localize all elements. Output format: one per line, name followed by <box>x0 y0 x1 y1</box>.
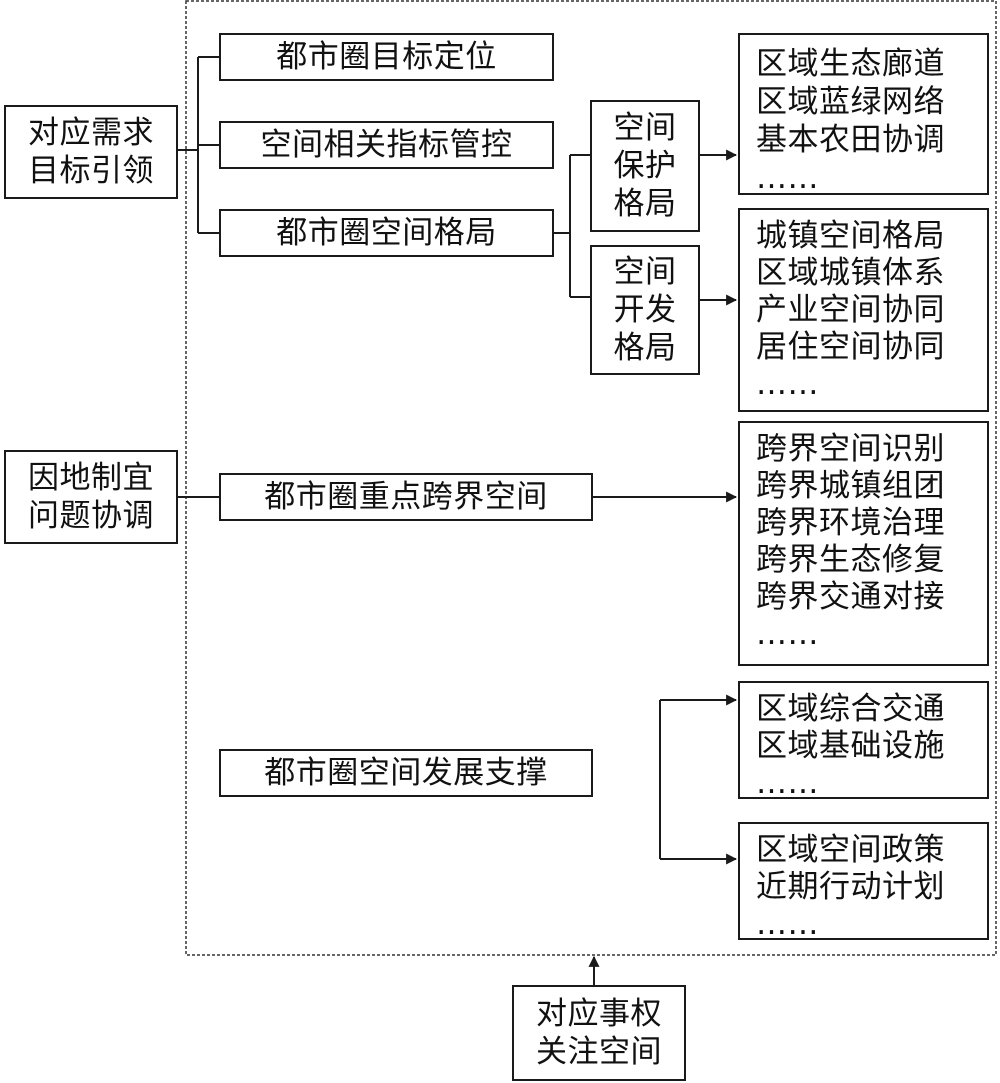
target-positioning-box: 都市圈目标定位 <box>219 33 554 81</box>
authority-space-label: 对应事权 关注空间 <box>512 985 686 1081</box>
local-coordination-label: 因地制宜 问题协调 <box>4 450 178 544</box>
development-support-box: 都市圈空间发展支撑 <box>219 749 593 797</box>
scope-boundary <box>185 0 997 956</box>
development-pattern-box: 空间 开发 格局 <box>590 245 700 375</box>
spatial-pattern-box: 都市圈空间格局 <box>219 209 554 257</box>
protection-pattern-box: 空间 保护 格局 <box>590 100 700 232</box>
protection-items-list: 区域生态廊道 区域蓝绿网络 基本农田协调 …… <box>738 33 989 196</box>
demand-target-label: 对应需求 目标引领 <box>4 105 178 199</box>
indicator-control-box: 空间相关指标管控 <box>219 121 554 169</box>
development-items-list: 城镇空间格局 区域城镇体系 产业空间协同 居住空间协同 …… <box>738 208 989 412</box>
policy-items-list: 区域空间政策 近期行动计划 …… <box>738 822 989 942</box>
infrastructure-items-list: 区域综合交通 区域基础设施 …… <box>738 681 989 801</box>
cross-border-items-list: 跨界空间识别 跨界城镇组团 跨界环境治理 跨界生态修复 跨界交通对接 …… <box>738 421 989 666</box>
cross-border-space-box: 都市圈重点跨界空间 <box>219 473 593 521</box>
